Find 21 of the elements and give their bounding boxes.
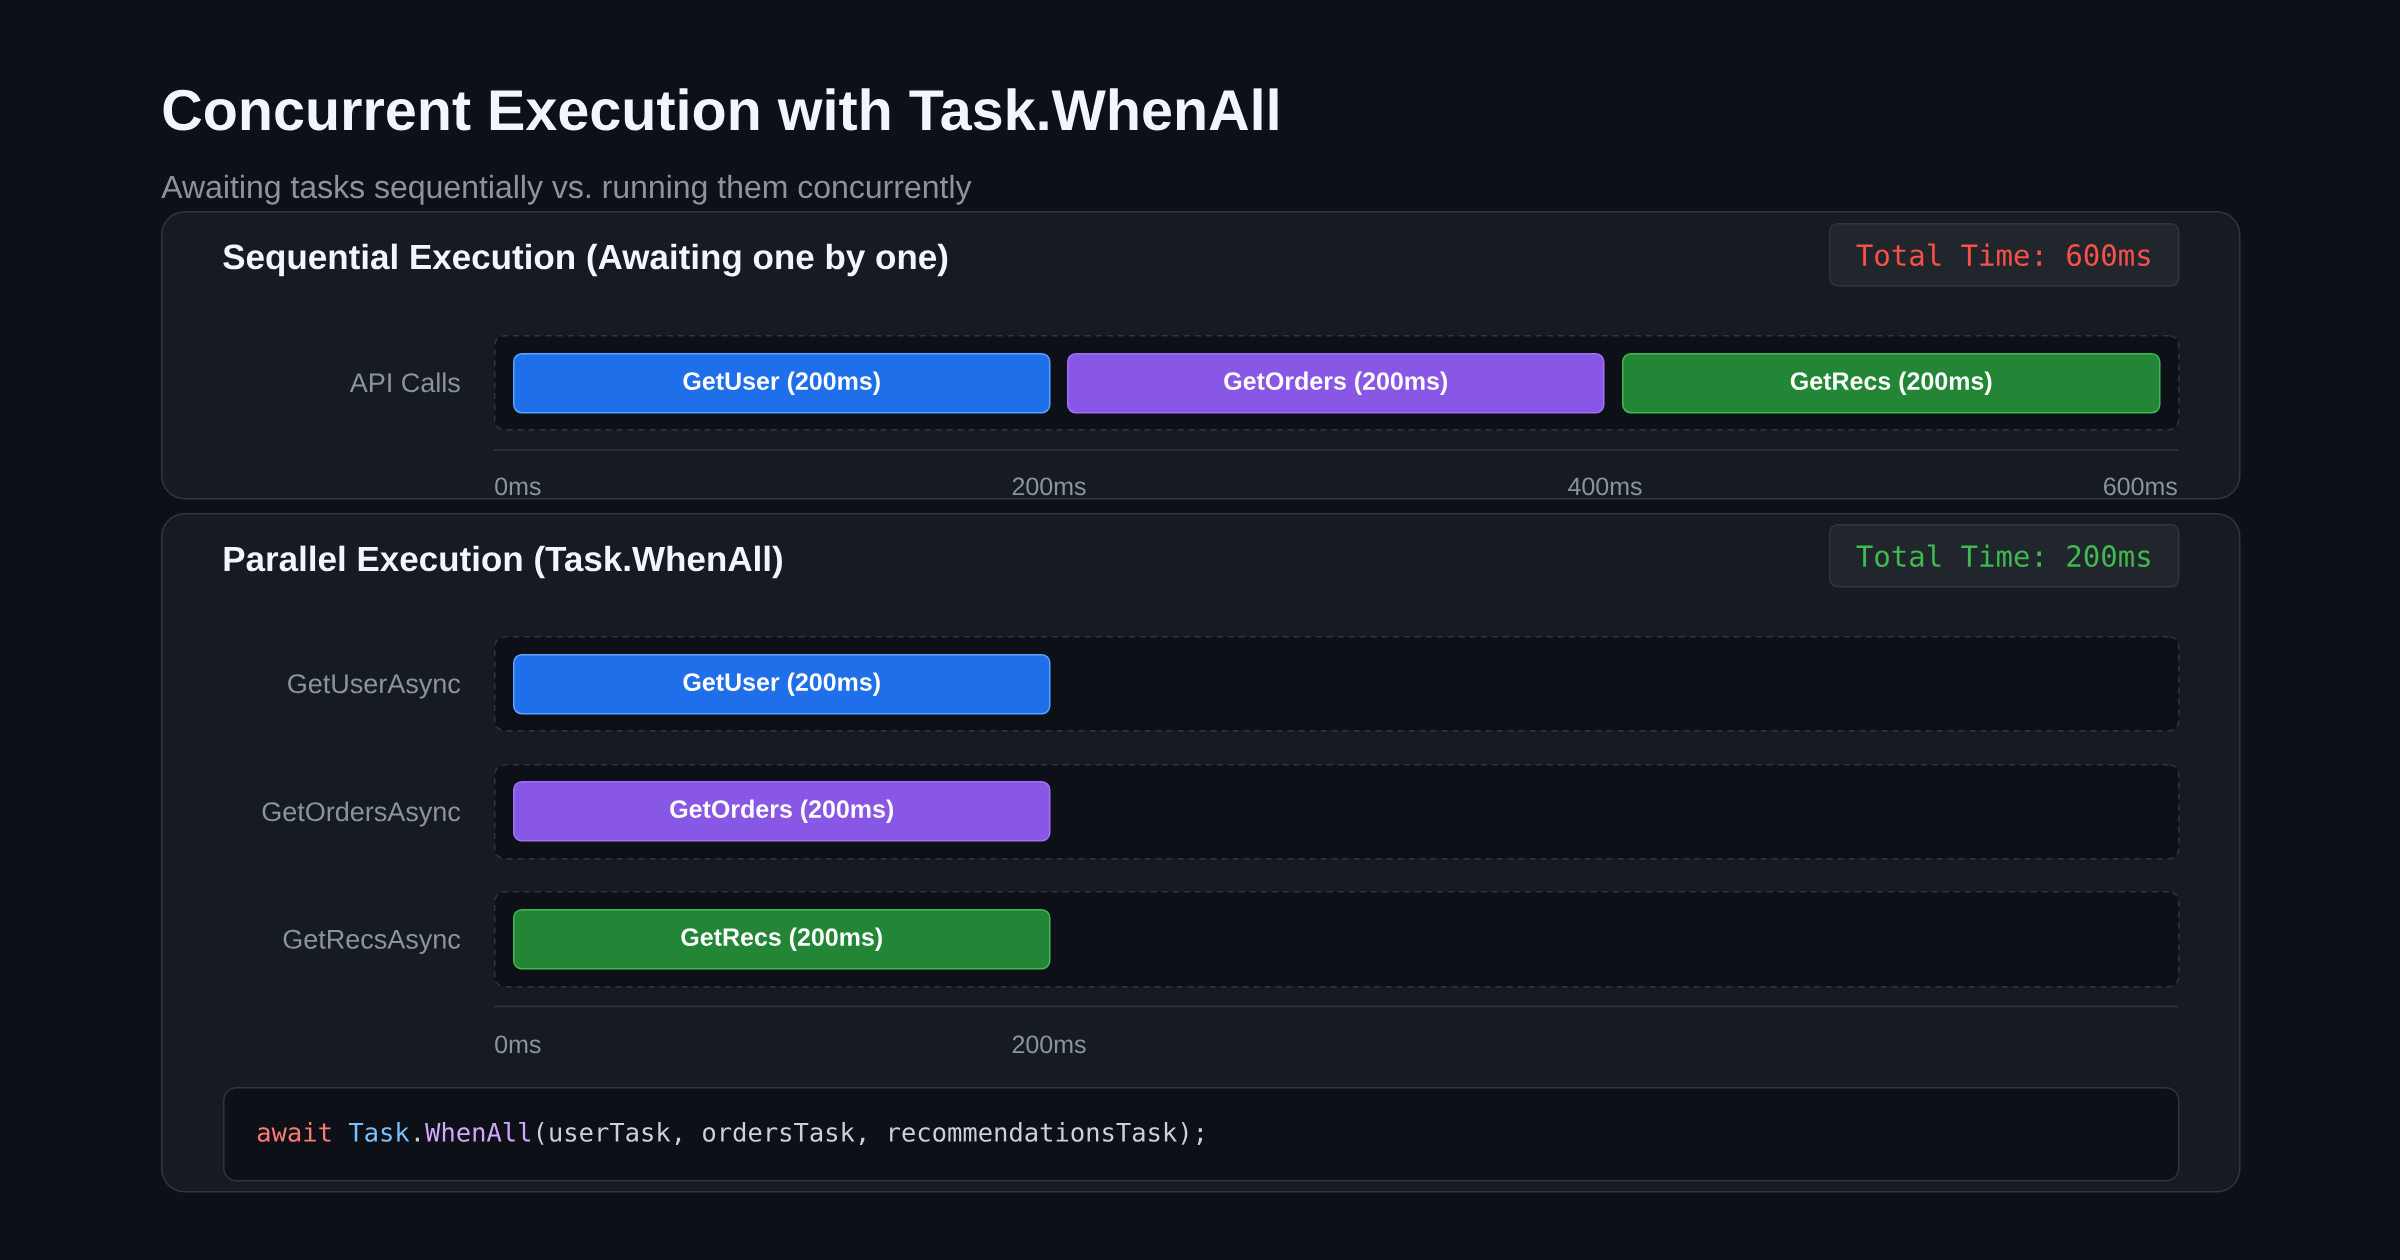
row-label: GetUserAsync (288, 674, 461, 699)
time-badge: Total Time: 200ms (1829, 524, 2180, 588)
time-badge: Total Time: 600ms (1829, 223, 2180, 287)
row-label: GetOrdersAsync (262, 801, 461, 827)
tick-label: 0ms (495, 477, 541, 496)
task-bar: GetUser (200ms) (513, 654, 1051, 715)
subtitle: Awaiting tasks sequentially vs. running them concurrently (161, 174, 972, 205)
title: Concurrent Execution with Task.WhenAll (163, 88, 1278, 131)
code-block: await Task.WhenAll(userTask, ordersTask, recommendationsTask); (223, 1087, 2180, 1182)
task-bar: GetOrders (200ms) (513, 781, 1051, 842)
task-bar: GetRecs (200ms) (513, 909, 1051, 970)
tick-label: 400ms (1568, 477, 1642, 496)
task-bar: GetOrders (200ms) (1067, 353, 1605, 414)
tick-label: 600ms (2104, 477, 2177, 496)
tick-label: 200ms (1012, 477, 1086, 496)
row-label: GetRecsAsync (283, 929, 461, 955)
tick-label: 200ms (1012, 1035, 1086, 1054)
tick-label: 0ms (495, 1035, 541, 1054)
task-bar: GetUser (200ms) (513, 353, 1051, 414)
task-bar: GetRecs (200ms) (1622, 353, 2161, 414)
row-label: API Calls (349, 372, 460, 393)
